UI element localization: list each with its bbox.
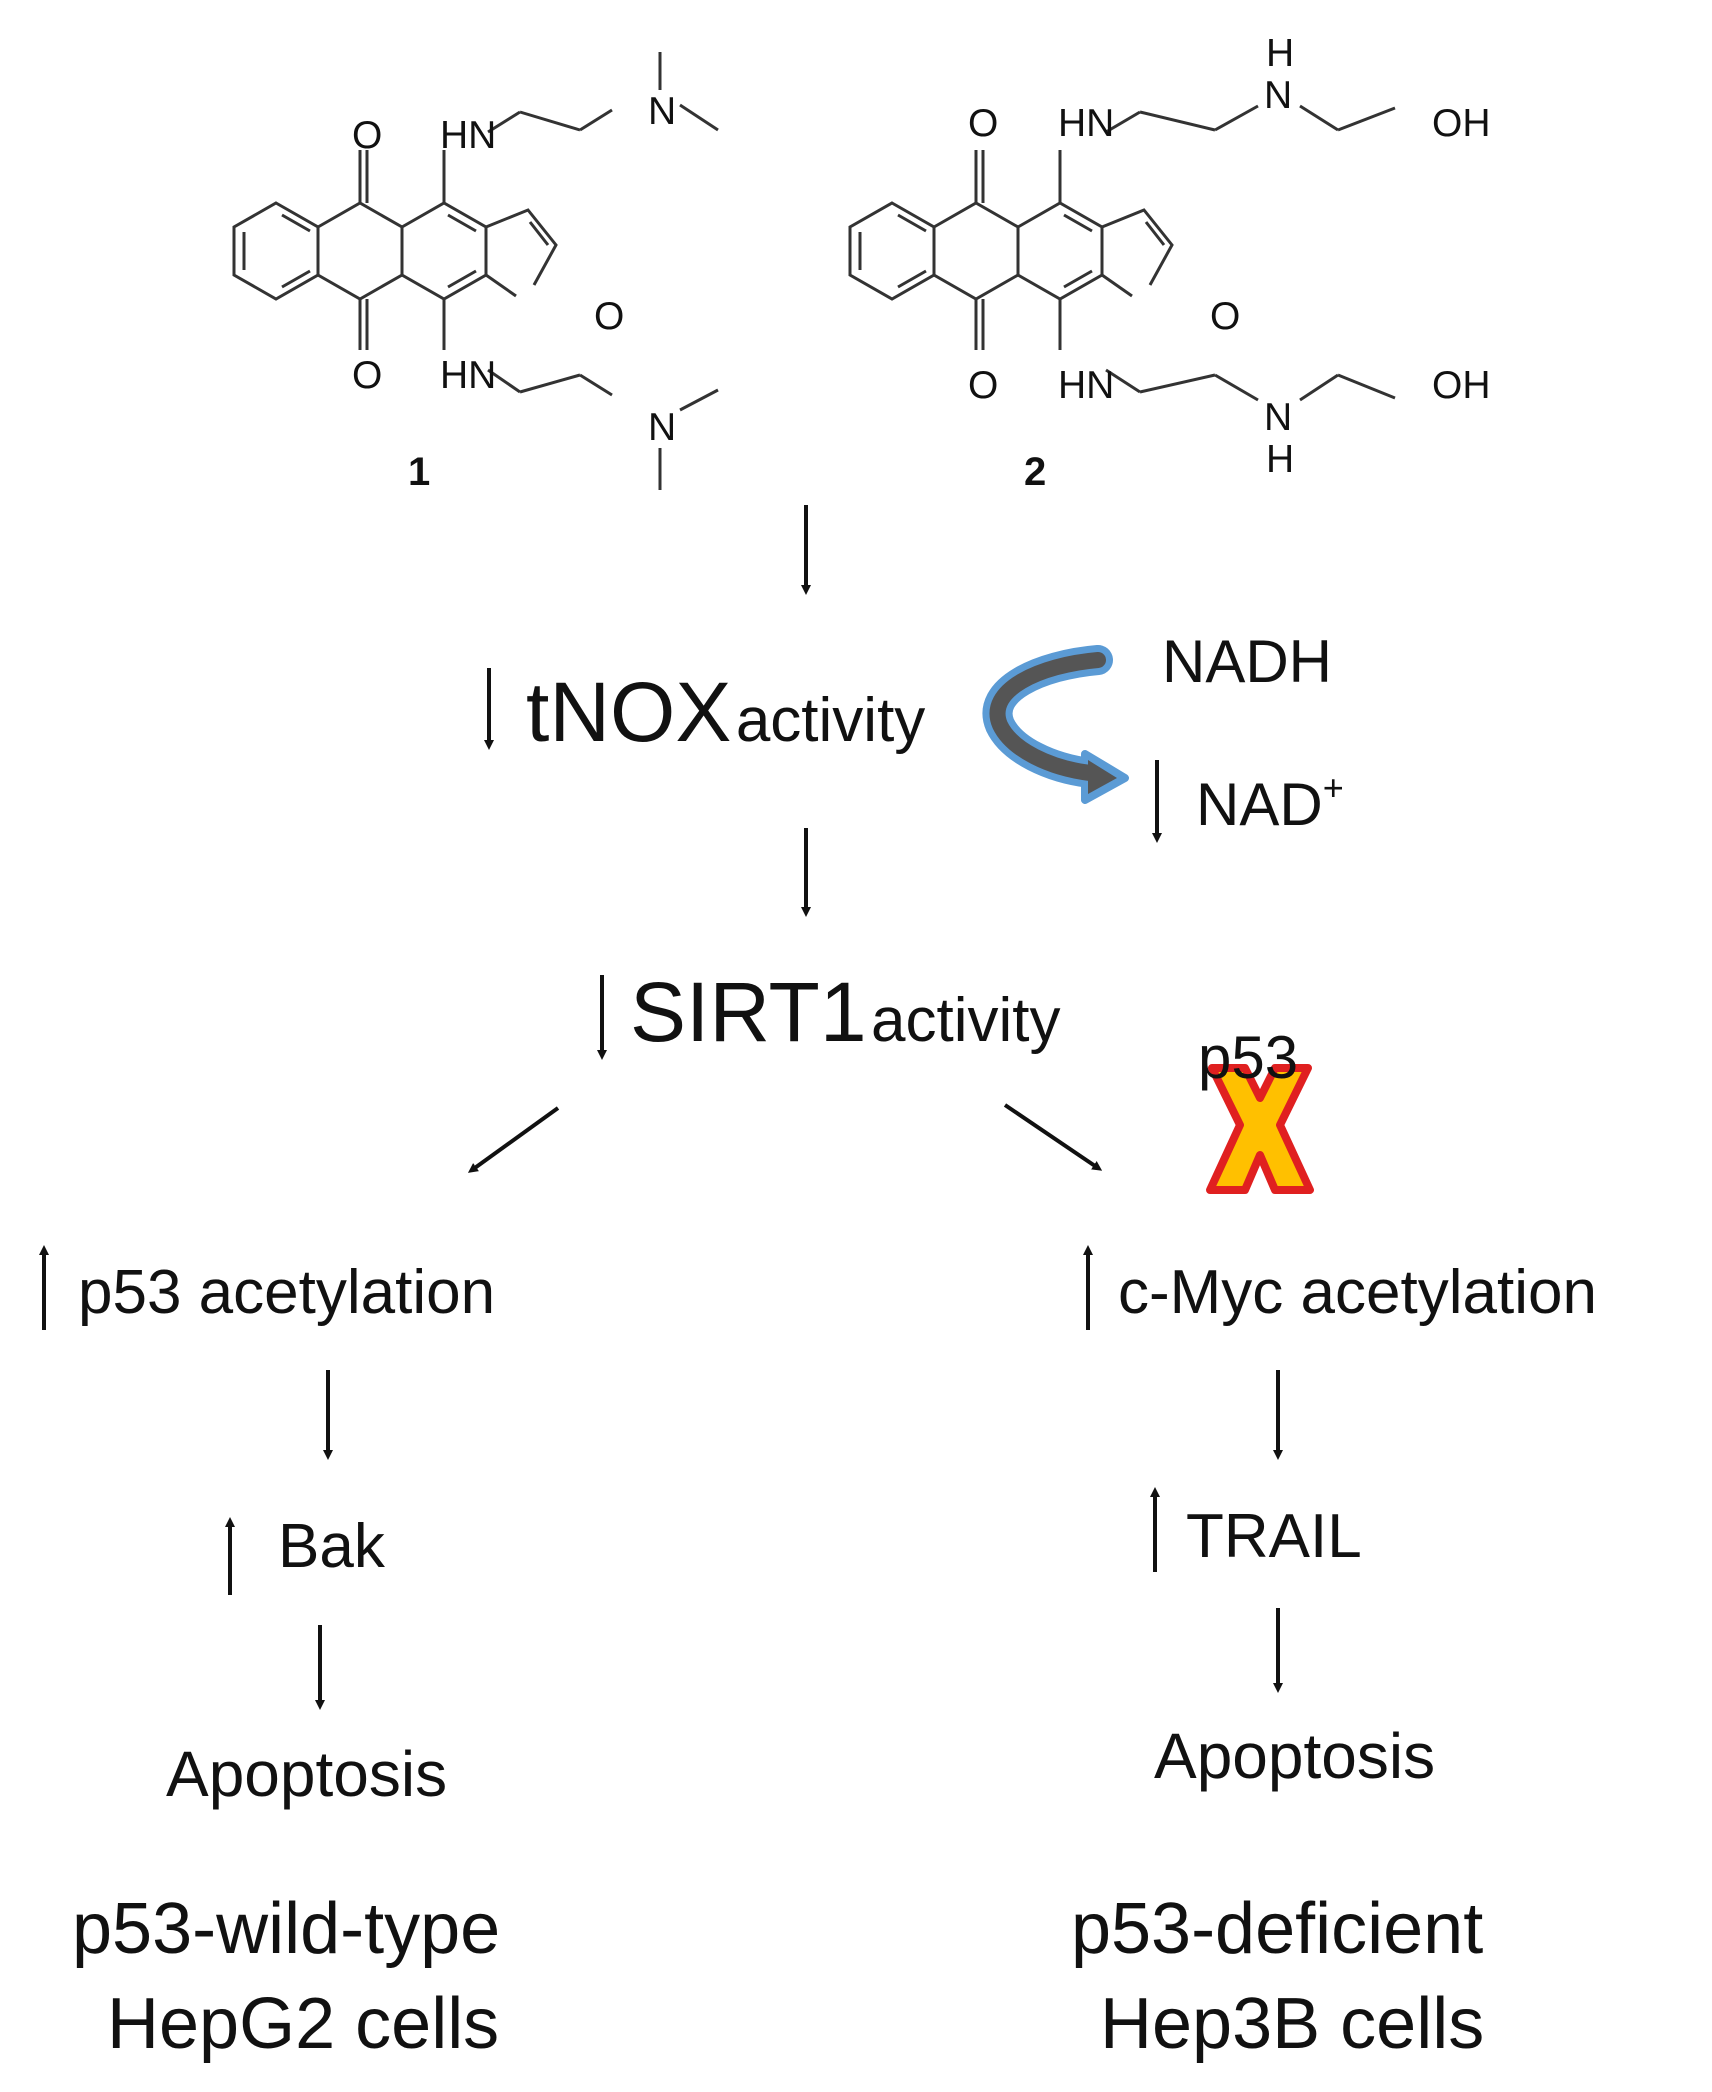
apoptosis-left-node: Apoptosis <box>166 1738 448 1810</box>
cross-mark-icon <box>1206 1064 1314 1194</box>
curved-conversion-arrow <box>982 645 1129 804</box>
compound-2-furan-o: O <box>1210 295 1241 338</box>
left-cell-line-caption: p53-wild-type HepG2 cells <box>72 1889 501 2065</box>
compound-2-structure <box>848 104 1396 402</box>
tnox-label: tNOX <box>526 665 732 759</box>
bak-node: Bak <box>278 1512 385 1581</box>
compound-1-label: 1 <box>408 450 431 494</box>
p53-acetylation-node: p53 acetylation <box>78 1258 496 1327</box>
compound-1-hn-top: HN <box>440 114 497 157</box>
compound-2-hn-bottom: HN <box>1058 364 1115 407</box>
compound-2-label: 2 <box>1024 450 1047 494</box>
compound-1-furan-o: O <box>594 295 625 338</box>
trail-node: TRAIL <box>1186 1502 1362 1571</box>
cmyc-acetylation-node: c-Myc acetylation <box>1118 1258 1597 1327</box>
tnox-activity-node: tNOX activity <box>526 670 925 754</box>
compound-1-carbonyl-o-bottom: O <box>352 354 383 397</box>
nad-label: NAD+ <box>1196 767 1344 839</box>
compound-1-carbonyl-o-top: O <box>352 114 383 157</box>
right-cell-line-caption: p53-deficient Hep3B cells <box>1070 1889 1485 2065</box>
compound-2-n-bottom: N <box>1264 396 1293 439</box>
compound-2-hn-top: HN <box>1058 102 1115 145</box>
compound-1-structure <box>232 52 719 490</box>
p53-crossed-label: p53 <box>1198 1024 1299 1091</box>
tnox-activity-label: activity <box>735 686 926 755</box>
compound-1-n-top: N <box>648 90 677 133</box>
compound-1-n-bottom: N <box>648 406 677 449</box>
sirt1-activity-label: activity <box>871 986 1061 1055</box>
arrow-sirt1-to-left <box>467 1106 560 1173</box>
sirt1-label: SIRT1 <box>630 965 867 1059</box>
compound-2-carbonyl-o-top: O <box>968 102 999 145</box>
compound-1-hn-bottom: HN <box>440 354 497 397</box>
compound-2-oh-bottom: OH <box>1432 364 1491 407</box>
compound-2-h-bottom: H <box>1266 438 1295 481</box>
compound-2-carbonyl-o-bottom: O <box>968 364 999 407</box>
sirt1-activity-node: SIRT1 activity <box>630 970 1060 1054</box>
compound-2-oh-top: OH <box>1432 102 1491 145</box>
compound-2-n-top: N <box>1264 74 1293 117</box>
nadh-label: NADH <box>1162 628 1333 695</box>
arrow-sirt1-to-right <box>1003 1103 1103 1171</box>
compound-2-h-top: H <box>1266 32 1295 75</box>
apoptosis-right-node: Apoptosis <box>1154 1720 1436 1792</box>
